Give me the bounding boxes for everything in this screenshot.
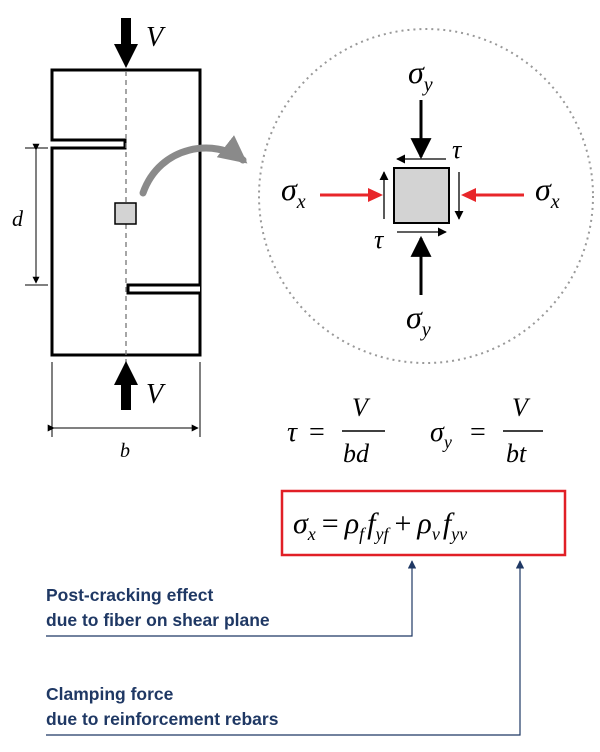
sigma-x-left-label: σx bbox=[281, 171, 306, 213]
zoom-pointer-arrow bbox=[139, 135, 248, 197]
load-arrow-top bbox=[114, 18, 138, 68]
sigma-y-top-label: σy bbox=[408, 54, 433, 96]
sigma-y-formula-numerator: V bbox=[512, 393, 531, 422]
specimen-outline bbox=[50, 68, 202, 357]
clamping-line2: due to reinforcement rebars bbox=[46, 709, 279, 729]
specimen bbox=[50, 35, 202, 380]
tau-formula-numerator: V bbox=[352, 393, 371, 422]
tau-formula: τ = V bd bbox=[287, 393, 385, 468]
load-arrow-bottom bbox=[114, 361, 138, 410]
load-label-top: V bbox=[146, 22, 166, 53]
clamping-annotation: Clamping force due to reinforcement reba… bbox=[46, 682, 278, 732]
zoom-circle bbox=[258, 28, 594, 364]
sigma-y-formula-denominator: bt bbox=[506, 439, 527, 468]
sigma-y-bottom-label: σy bbox=[406, 299, 431, 341]
lower-notch bbox=[126, 283, 200, 295]
clamping-line1: Clamping force bbox=[46, 684, 174, 704]
width-dimension bbox=[47, 362, 201, 437]
tau-top-label: τ bbox=[452, 135, 463, 164]
tau-formula-denominator: bd bbox=[343, 439, 370, 468]
sigma-x-left-arrowhead bbox=[368, 188, 383, 202]
tau-formula-lhs: τ bbox=[287, 417, 298, 448]
sigma-y-formula-lhs: σy bbox=[430, 417, 452, 452]
load-label-bottom: V bbox=[146, 379, 166, 410]
width-label: b bbox=[120, 440, 130, 462]
depth-dimension bbox=[25, 143, 48, 286]
clamping-leader bbox=[46, 560, 525, 736]
stress-element-marker bbox=[114, 202, 137, 225]
sigma-x-right-label: σx bbox=[535, 171, 560, 213]
tau-formula-equals: = bbox=[309, 417, 325, 448]
post-cracking-annotation: Post-cracking effect due to fiber on she… bbox=[46, 583, 270, 633]
depth-label: d bbox=[12, 206, 24, 231]
sigma-x-formula-box bbox=[280, 489, 567, 557]
sigma-y-formula: σy = V bt bbox=[430, 393, 543, 468]
sigma-x-right-arrowhead bbox=[461, 188, 476, 202]
post-cracking-leader bbox=[46, 560, 417, 637]
tau-bottom-label: τ bbox=[374, 225, 385, 254]
stress-element bbox=[393, 167, 450, 224]
post-cracking-line2: due to fiber on shear plane bbox=[46, 610, 270, 630]
post-cracking-line1: Post-cracking effect bbox=[46, 585, 214, 605]
sigma-y-formula-equals: = bbox=[470, 417, 486, 448]
